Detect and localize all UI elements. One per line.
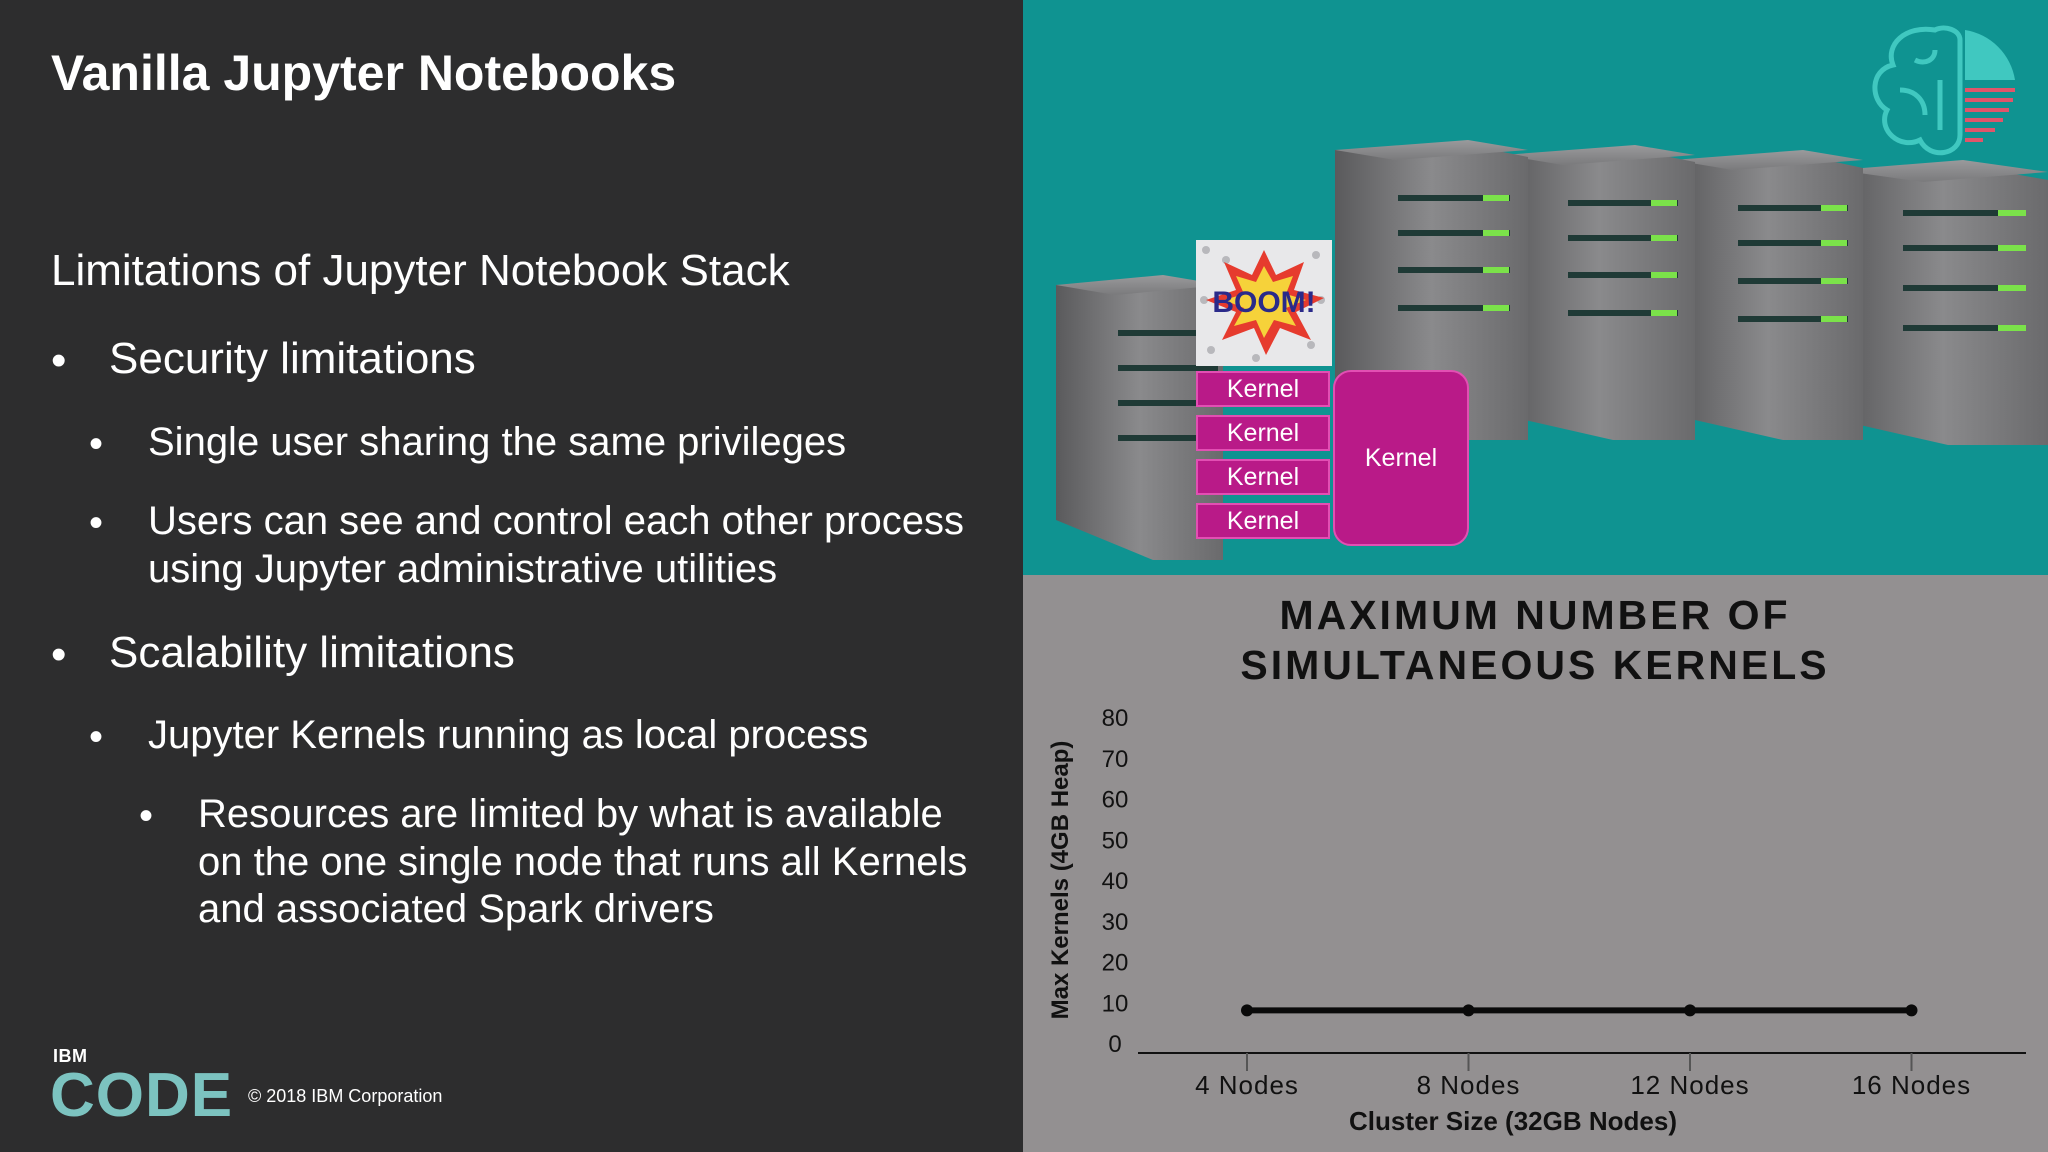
- y-tick-label: 60: [1102, 787, 1129, 814]
- server-4: [1838, 160, 2048, 445]
- kernel-box: Kernel: [1196, 415, 1330, 451]
- data-point: [1241, 1004, 1253, 1017]
- server-3: [1673, 150, 1863, 440]
- y-tick-label: 10: [1102, 990, 1129, 1017]
- y-tick-label: 20: [1102, 950, 1129, 977]
- bullet-security: Security limitations: [109, 334, 476, 383]
- bullet-marker: •: [51, 630, 67, 679]
- x-tick-label: 8 Nodes: [1417, 1070, 1521, 1100]
- kernel-box: Kernel: [1196, 459, 1330, 495]
- bullet-users-see-line1: Users can see and control each other pro…: [148, 499, 964, 543]
- bullet-marker: •: [139, 794, 154, 838]
- y-tick-label: 50: [1102, 827, 1129, 854]
- y-tick-label: 70: [1102, 746, 1129, 773]
- boom-image: BOOM!: [1196, 240, 1332, 366]
- y-tick-label: 30: [1102, 909, 1129, 936]
- server-2: [1503, 145, 1695, 440]
- slide-subtitle: Limitations of Jupyter Notebook Stack: [51, 246, 790, 295]
- ibm-logo-text: IBM: [53, 1046, 88, 1066]
- bullet-single-user: Single user sharing the same privileges: [148, 420, 847, 464]
- data-point: [1684, 1004, 1696, 1017]
- bullet-users-see-line2: using Jupyter administrative utilities: [148, 547, 778, 591]
- bullet-resources-line1: Resources are limited by what is availab…: [198, 792, 943, 836]
- line-chart: 0 10 20 30 40 50 60 70 80 4 Nodes 8 Nodes 12 Nodes 1…: [1047, 705, 2026, 1136]
- illustration-panel: [1023, 0, 2048, 575]
- data-point: [1905, 1004, 1918, 1017]
- y-axis-label: Max Kernels (4GB Heap): [1047, 741, 1074, 1020]
- bullet-kernels-local: Jupyter Kernels running as local process: [148, 713, 869, 757]
- server-1: [1335, 140, 1528, 440]
- boom-text: BOOM!: [1212, 286, 1315, 319]
- chart-title: MAXIMUM NUMBER OF SIMULTANEOUS KERNELS: [1160, 590, 1910, 690]
- kernel-box-large: Kernel: [1333, 370, 1469, 546]
- chart-panel: [1023, 575, 2048, 1152]
- x-tick-label: 12 Nodes: [1630, 1070, 1749, 1100]
- y-tick-label: 0: [1108, 1031, 1121, 1058]
- bullet-resources-line2: on the one single node that runs all Ker…: [198, 840, 968, 884]
- kernel-box: Kernel: [1196, 503, 1330, 539]
- bullet-marker: •: [51, 336, 67, 385]
- y-tick-label: 40: [1102, 868, 1129, 895]
- bullet-marker: •: [89, 422, 104, 466]
- x-tick-label: 16 Nodes: [1852, 1070, 1971, 1100]
- x-axis-label: Cluster Size (32GB Nodes): [1349, 1106, 1677, 1136]
- server-main: [1056, 275, 1223, 560]
- bullet-marker: •: [89, 715, 104, 759]
- copyright-text: © 2018 IBM Corporation: [248, 1086, 443, 1106]
- content-panel: Vanilla Jupyter Notebooks Limitations of…: [0, 0, 1023, 1152]
- kernel-box: Kernel: [1196, 371, 1330, 407]
- bullet-resources-line3: and associated Spark drivers: [198, 887, 714, 931]
- data-point: [1462, 1004, 1475, 1017]
- slide-title: Vanilla Jupyter Notebooks: [51, 45, 677, 101]
- y-tick-label: 80: [1102, 705, 1129, 732]
- x-tick-label: 4 Nodes: [1195, 1070, 1299, 1100]
- chart-title-line2: SIMULTANEOUS KERNELS: [1240, 642, 1830, 688]
- bullet-scalability: Scalability limitations: [109, 628, 515, 677]
- brain-chart-icon: [1872, 25, 2015, 156]
- chart-title-line1: MAXIMUM NUMBER OF: [1279, 592, 1791, 638]
- bullet-marker: •: [89, 501, 104, 545]
- code-logo-text: CODE: [50, 1061, 234, 1130]
- servers-illustration: [1056, 140, 2048, 560]
